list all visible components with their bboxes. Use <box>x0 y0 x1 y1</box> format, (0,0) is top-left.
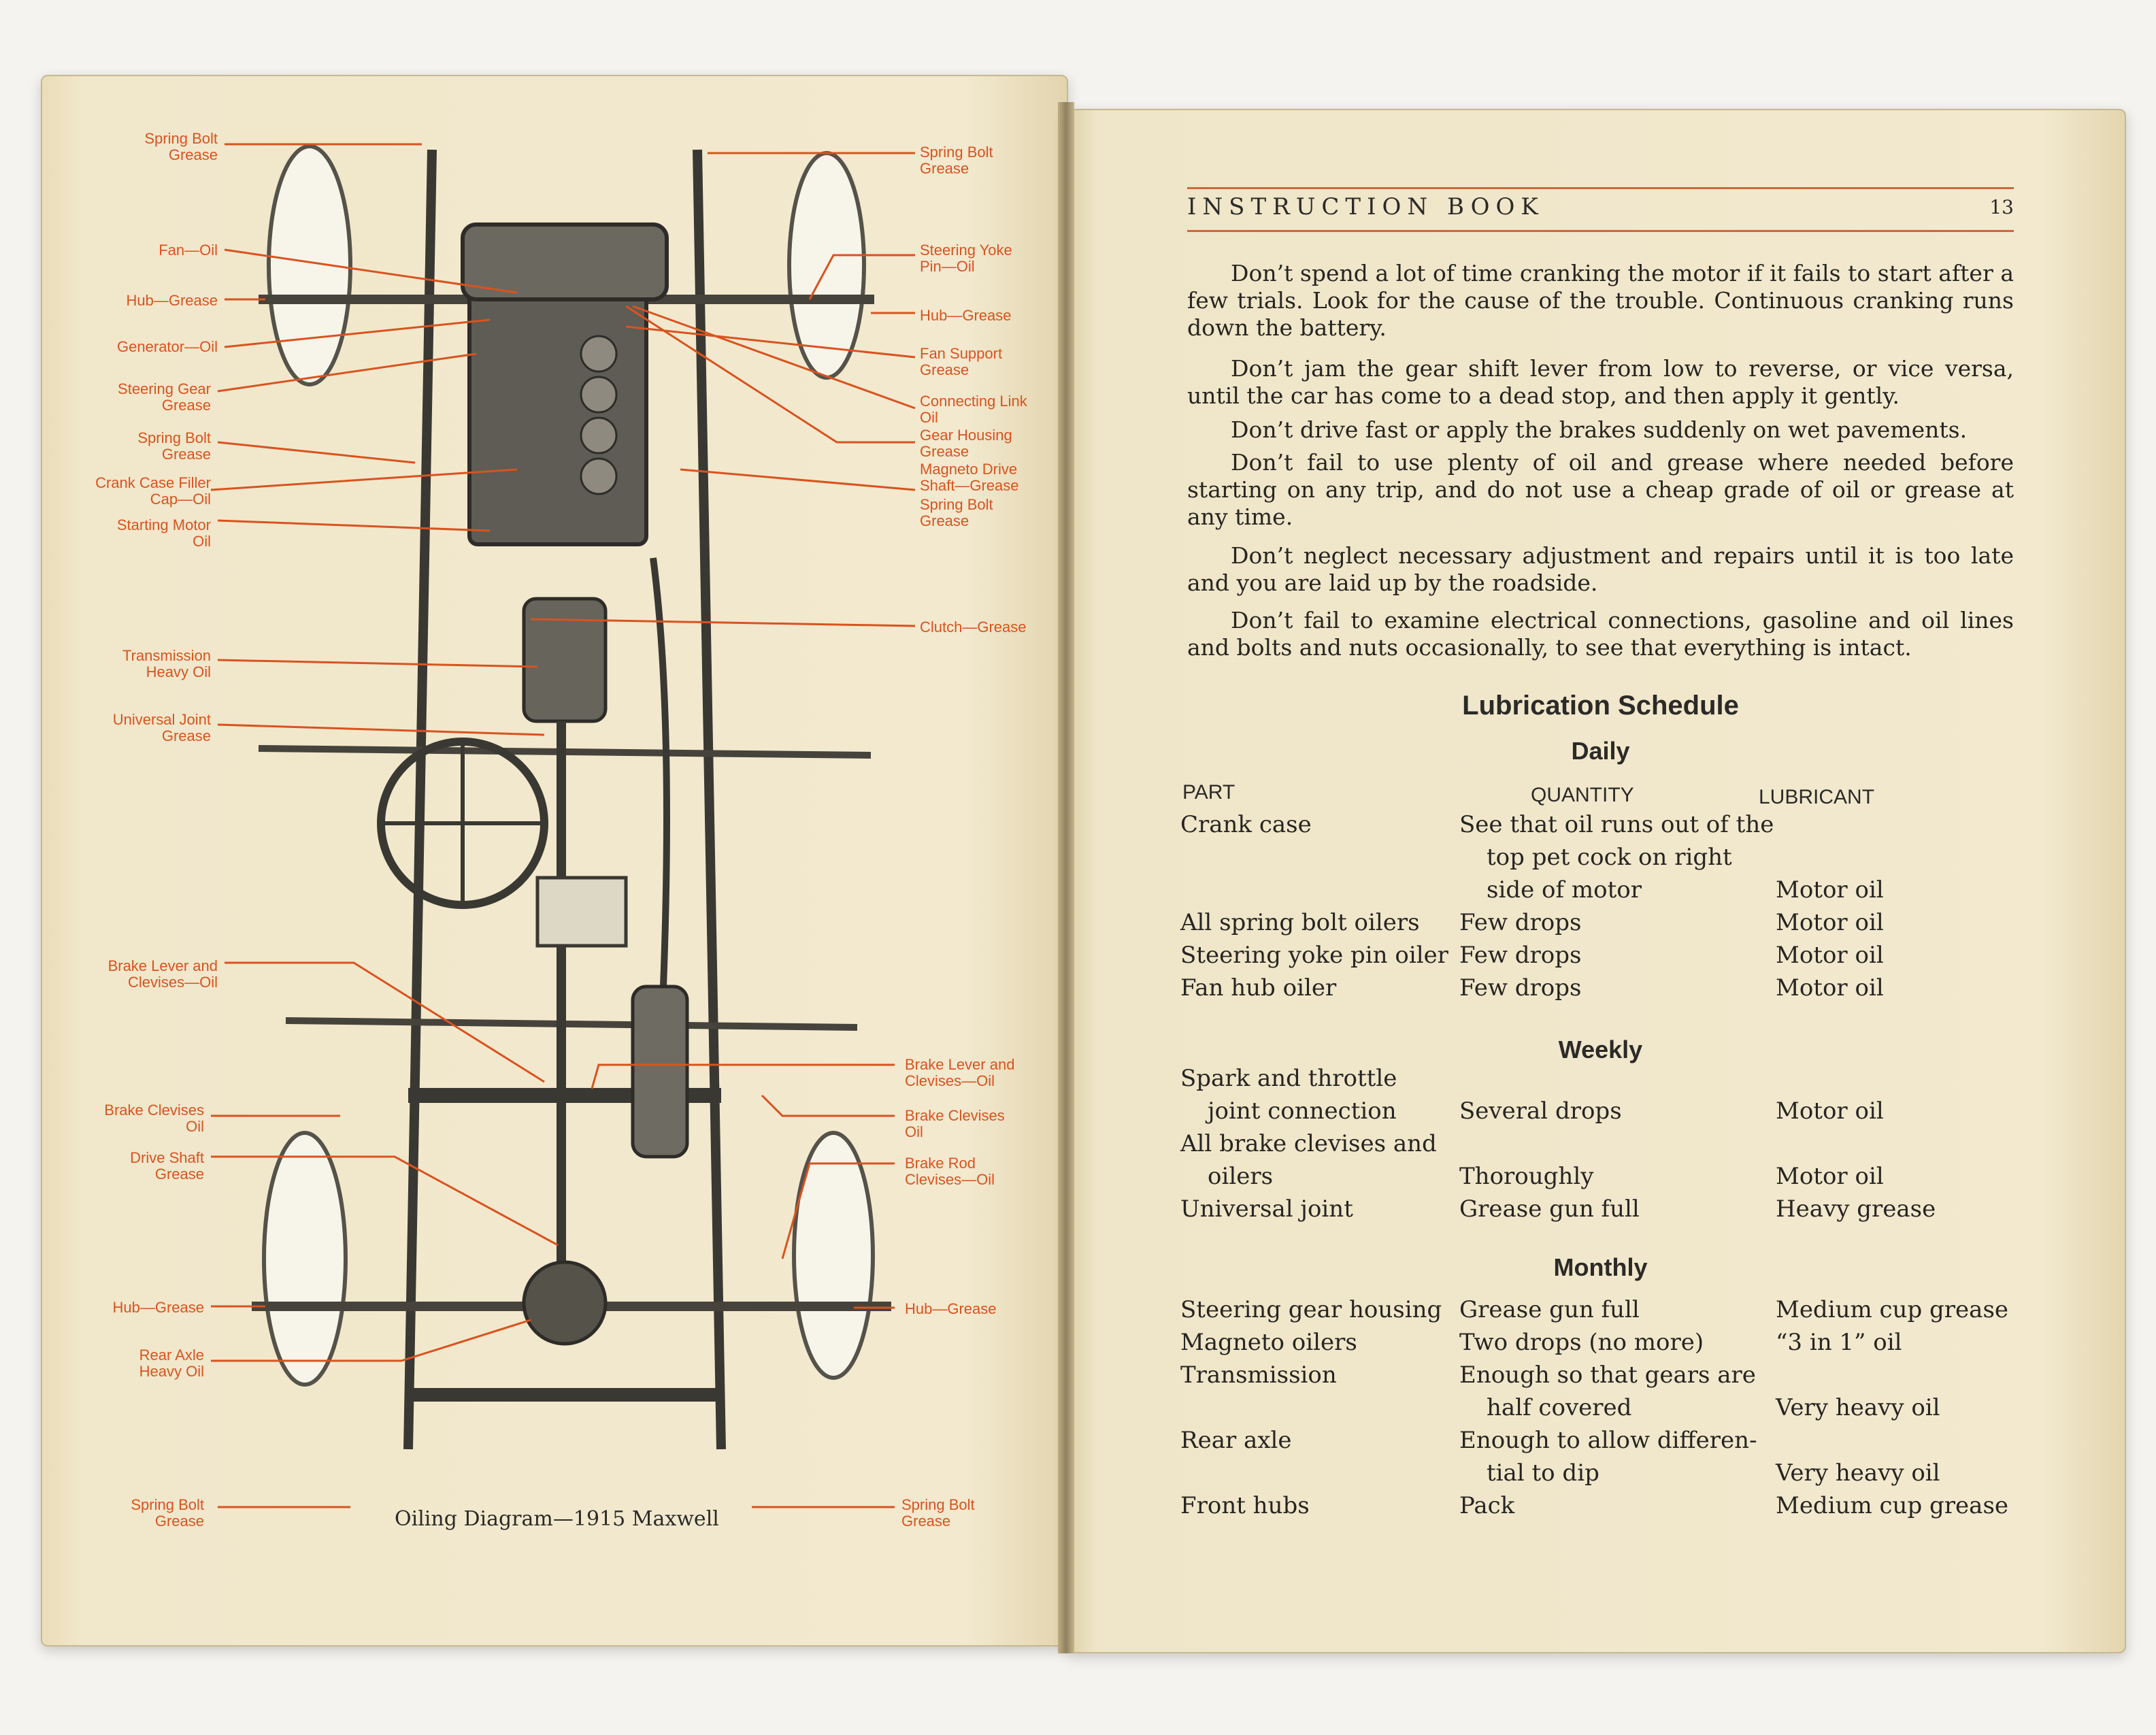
paragraph-wet-pavements: Don’t drive fast or apply the brakes sud… <box>1231 416 1968 443</box>
column-quantity: QUANTITY <box>1531 784 1634 806</box>
row-part: Universal joint <box>1180 1195 1353 1223</box>
row-lubricant: Motor oil <box>1776 974 1884 1002</box>
callout-spring-bolt-grease-left: Spring Bolt Grease <box>137 429 211 463</box>
row-part: Magneto oilers <box>1180 1329 1357 1356</box>
row-part: Crank case <box>1180 811 1312 838</box>
callout-brake-lever-clevises-right: Brake Lever and Clevises—Oil <box>905 1056 1015 1089</box>
callout-universal-joint-grease: Universal Joint Grease <box>112 711 211 744</box>
row-lubricant: Motor oil <box>1776 1097 1884 1125</box>
row-quantity: See that oil runs out of the <box>1459 811 1774 838</box>
paragraph-electrical: Don’t fail to examine electrical connect… <box>1187 607 2014 661</box>
row-part: Steering yoke pin oiler <box>1180 942 1448 969</box>
diagram-caption: Oiling Diagram—1915 Maxwell <box>395 1507 719 1531</box>
row-part: Transmission <box>1180 1361 1337 1389</box>
page-header: INSTRUCTION BOOK 13 <box>1187 187 2014 232</box>
row-part: Fan hub oiler <box>1180 974 1337 1002</box>
callout-gear-housing-grease: Gear Housing Grease <box>920 427 1012 460</box>
row-quantity: Two drops (no more) <box>1459 1329 1704 1356</box>
row-lubricant: Medium cup grease <box>1776 1296 2009 1323</box>
chassis-diagram <box>210 143 916 1508</box>
row-quantity: Thoroughly <box>1459 1163 1594 1190</box>
row-quantity: Pack <box>1459 1492 1515 1519</box>
callout-hub-grease-front-right: Hub—Grease <box>920 307 1012 324</box>
callout-generator-oil: Generator—Oil <box>117 338 218 355</box>
paragraph-adjustment: Don’t neglect necessary adjustment and r… <box>1187 542 2014 596</box>
row-lubricant: “3 in 1” oil <box>1776 1329 1902 1356</box>
callout-hub-grease-front-left: Hub—Grease <box>126 292 218 309</box>
row-lubricant: Motor oil <box>1776 942 1884 969</box>
row-part: Steering gear housing <box>1180 1296 1442 1323</box>
column-part: PART <box>1182 781 1235 804</box>
callout-crank-case-filler: Crank Case Filler Cap—Oil <box>95 474 211 508</box>
row-lubricant: Medium cup grease <box>1776 1492 2009 1519</box>
schedule-title: Lubrication Schedule <box>1462 691 1739 721</box>
callout-brake-lever-clevises-left: Brake Lever and Clevises—Oil <box>107 957 218 991</box>
paragraph-oil-grease: Don’t fail to use plenty of oil and grea… <box>1187 449 2014 530</box>
callout-clutch-grease: Clutch—Grease <box>920 618 1027 635</box>
row-quantity: Enough so that gears are <box>1459 1361 1756 1389</box>
monthly-heading: Monthly <box>1553 1253 1648 1281</box>
callout-steering-gear-grease: Steering Gear Grease <box>118 380 211 414</box>
book-spine <box>1058 102 1074 1653</box>
callout-steering-yoke-pin-oil: Steering Yoke Pin—Oil <box>920 242 1012 275</box>
row-quantity: half covered <box>1487 1394 1632 1421</box>
callout-brake-rod-clevises: Brake Rod Clevises—Oil <box>905 1155 995 1188</box>
callout-fan-support-grease: Fan Support Grease <box>920 345 1003 378</box>
callout-brake-clevises-right: Brake Clevises Oil <box>905 1107 1005 1140</box>
row-quantity: Several drops <box>1459 1097 1622 1125</box>
callout-spring-bolt-grease-top-right: Spring Bolt Grease <box>920 144 993 177</box>
row-quantity: Few drops <box>1459 974 1582 1002</box>
callout-connecting-link-oil: Connecting Link Oil <box>920 393 1027 426</box>
row-part: Rear axle <box>1180 1427 1292 1454</box>
row-lubricant: Motor oil <box>1776 1163 1884 1190</box>
row-part: Spark and throttle <box>1180 1065 1397 1092</box>
paragraph-gear-shift: Don’t jam the gear shift lever from low … <box>1187 355 2014 409</box>
page-number: 13 <box>1989 196 2014 218</box>
weekly-heading: Weekly <box>1558 1036 1643 1063</box>
row-quantity: top pet cock on right <box>1487 844 1732 871</box>
row-lubricant: Heavy grease <box>1776 1195 1936 1223</box>
row-part: oilers <box>1208 1163 1274 1190</box>
row-lubricant: Very heavy oil <box>1776 1459 1940 1487</box>
paragraph-cranking: Don’t spend a lot of time cranking the m… <box>1187 260 2014 341</box>
callout-spring-bolt-grease-bottom-right: Spring Bolt Grease <box>901 1496 975 1530</box>
right-page <box>1065 109 2126 1653</box>
row-quantity: Few drops <box>1459 909 1582 936</box>
callout-drive-shaft-grease: Drive Shaft Grease <box>130 1149 204 1183</box>
row-quantity: side of motor <box>1487 876 1642 904</box>
callout-spring-bolt-grease-top-left: Spring Bolt Grease <box>144 130 218 163</box>
callout-magneto-drive-shaft-grease: Magneto Drive Shaft—Grease <box>920 461 1019 494</box>
row-quantity: Few drops <box>1459 942 1582 969</box>
row-part: Front hubs <box>1180 1492 1310 1519</box>
callout-brake-clevises-left: Brake Clevises Oil <box>104 1102 204 1135</box>
callout-spring-bolt-grease-bottom-left: Spring Bolt Grease <box>131 1496 204 1530</box>
header-title: INSTRUCTION BOOK <box>1187 193 1544 220</box>
row-quantity: tial to dip <box>1487 1459 1599 1487</box>
row-lubricant: Very heavy oil <box>1776 1394 1940 1421</box>
callout-hub-grease-rear-right: Hub—Grease <box>905 1300 997 1317</box>
row-quantity: Grease gun full <box>1459 1296 1640 1323</box>
daily-heading: Daily <box>1571 737 1630 765</box>
row-part: All brake clevises and <box>1180 1130 1437 1157</box>
row-lubricant: Motor oil <box>1776 876 1884 904</box>
callout-spring-bolt-grease-right: Spring Bolt Grease <box>920 496 993 529</box>
row-quantity: Enough to allow differen- <box>1459 1427 1757 1454</box>
callout-hub-grease-rear-left: Hub—Grease <box>112 1299 204 1316</box>
callout-fan-oil: Fan—Oil <box>159 242 218 259</box>
row-lubricant: Motor oil <box>1776 909 1884 936</box>
callout-starting-motor-oil: Starting Motor Oil <box>116 516 211 550</box>
row-part: All spring bolt oilers <box>1180 909 1420 936</box>
column-lubricant: LUBRICANT <box>1759 786 1875 808</box>
callout-transmission-heavy-oil: Transmission Heavy Oil <box>122 647 211 680</box>
row-part: joint connection <box>1208 1097 1397 1125</box>
callout-rear-axle-heavy-oil: Rear Axle Heavy Oil <box>139 1346 204 1380</box>
row-quantity: Grease gun full <box>1459 1195 1640 1223</box>
